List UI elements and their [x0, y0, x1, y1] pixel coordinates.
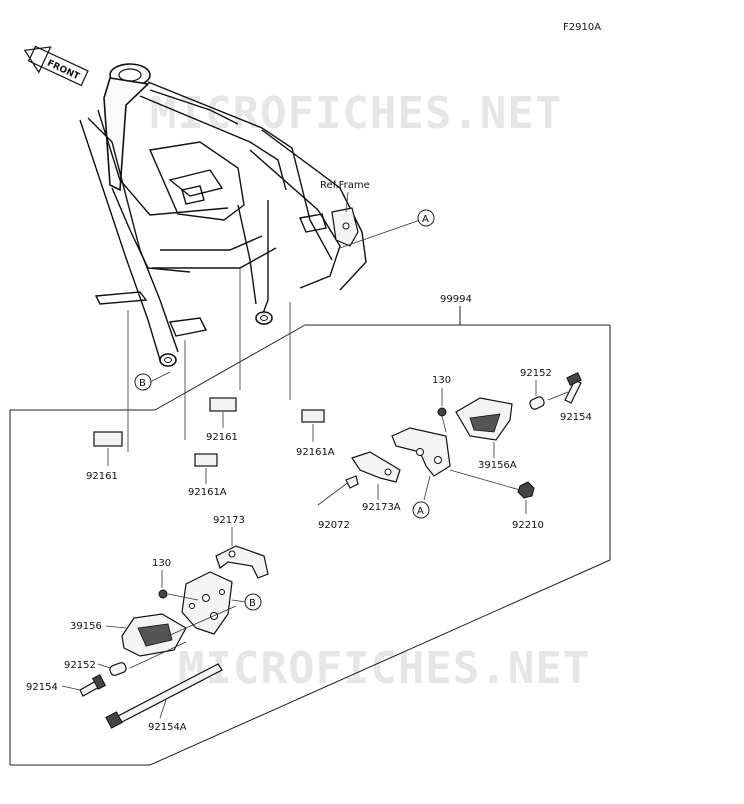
part-92072: 92072	[318, 520, 350, 531]
sticker-92161-top	[209, 397, 237, 412]
part-92173: 92173	[213, 515, 245, 526]
ref-frame-label: Ref.Frame	[320, 180, 370, 191]
ref-marker-b-lower	[244, 593, 262, 611]
part-92152-left: 92152	[64, 660, 96, 671]
spacer-92152-left	[109, 662, 127, 676]
part-92154-right: 92154	[560, 412, 592, 423]
ref-marker-a-lower-label: A	[417, 506, 424, 517]
sticker-92161A-left	[194, 453, 218, 467]
sticker-92161A-right	[301, 409, 325, 423]
part-92161A-right: 92161A	[296, 447, 335, 458]
part-92154-left: 92154	[26, 682, 58, 693]
watermark-top: MICROFICHES.NET	[150, 88, 562, 139]
bolt-130-left	[158, 589, 168, 599]
ref-marker-b-left	[134, 373, 152, 391]
front-arrow-icon: FRONT	[23, 45, 89, 87]
bracket-92173	[215, 545, 269, 579]
part-39156: 39156	[70, 621, 102, 632]
ref-marker-a-upper-label: A	[422, 214, 429, 225]
part-92154A: 92154A	[148, 722, 187, 733]
watermark-bottom: MICROFICHES.NET	[178, 643, 590, 694]
sticker-92161-left	[93, 431, 123, 447]
kit-outline	[9, 306, 611, 766]
ref-marker-a-lower	[412, 501, 430, 519]
bolt-92154-right	[564, 379, 582, 404]
part-92210: 92210	[512, 520, 544, 531]
part-130-left: 130	[152, 558, 171, 569]
bolt-130-right	[437, 407, 447, 417]
part-39156A: 39156A	[478, 460, 517, 471]
part-92161-top: 92161	[206, 432, 238, 443]
part-99994: 99994	[440, 294, 472, 305]
ref-marker-b-lower-label: B	[249, 598, 256, 609]
part-92173A: 92173A	[362, 502, 401, 513]
spacer-92152-right	[529, 396, 545, 410]
part-130-right: 130	[432, 375, 451, 386]
part-92152-right: 92152	[520, 368, 552, 379]
nut-92210	[517, 481, 535, 499]
part-92161-left: 92161	[86, 471, 118, 482]
bracket-92173A	[351, 451, 401, 483]
figure-code: F2910A	[563, 22, 601, 33]
ref-marker-a-upper	[417, 209, 435, 227]
ref-marker-b-left-label: B	[139, 378, 146, 389]
motorcycle-frame	[79, 63, 367, 367]
bracket-plate-left	[181, 571, 233, 635]
part-92161A-left: 92161A	[188, 487, 227, 498]
